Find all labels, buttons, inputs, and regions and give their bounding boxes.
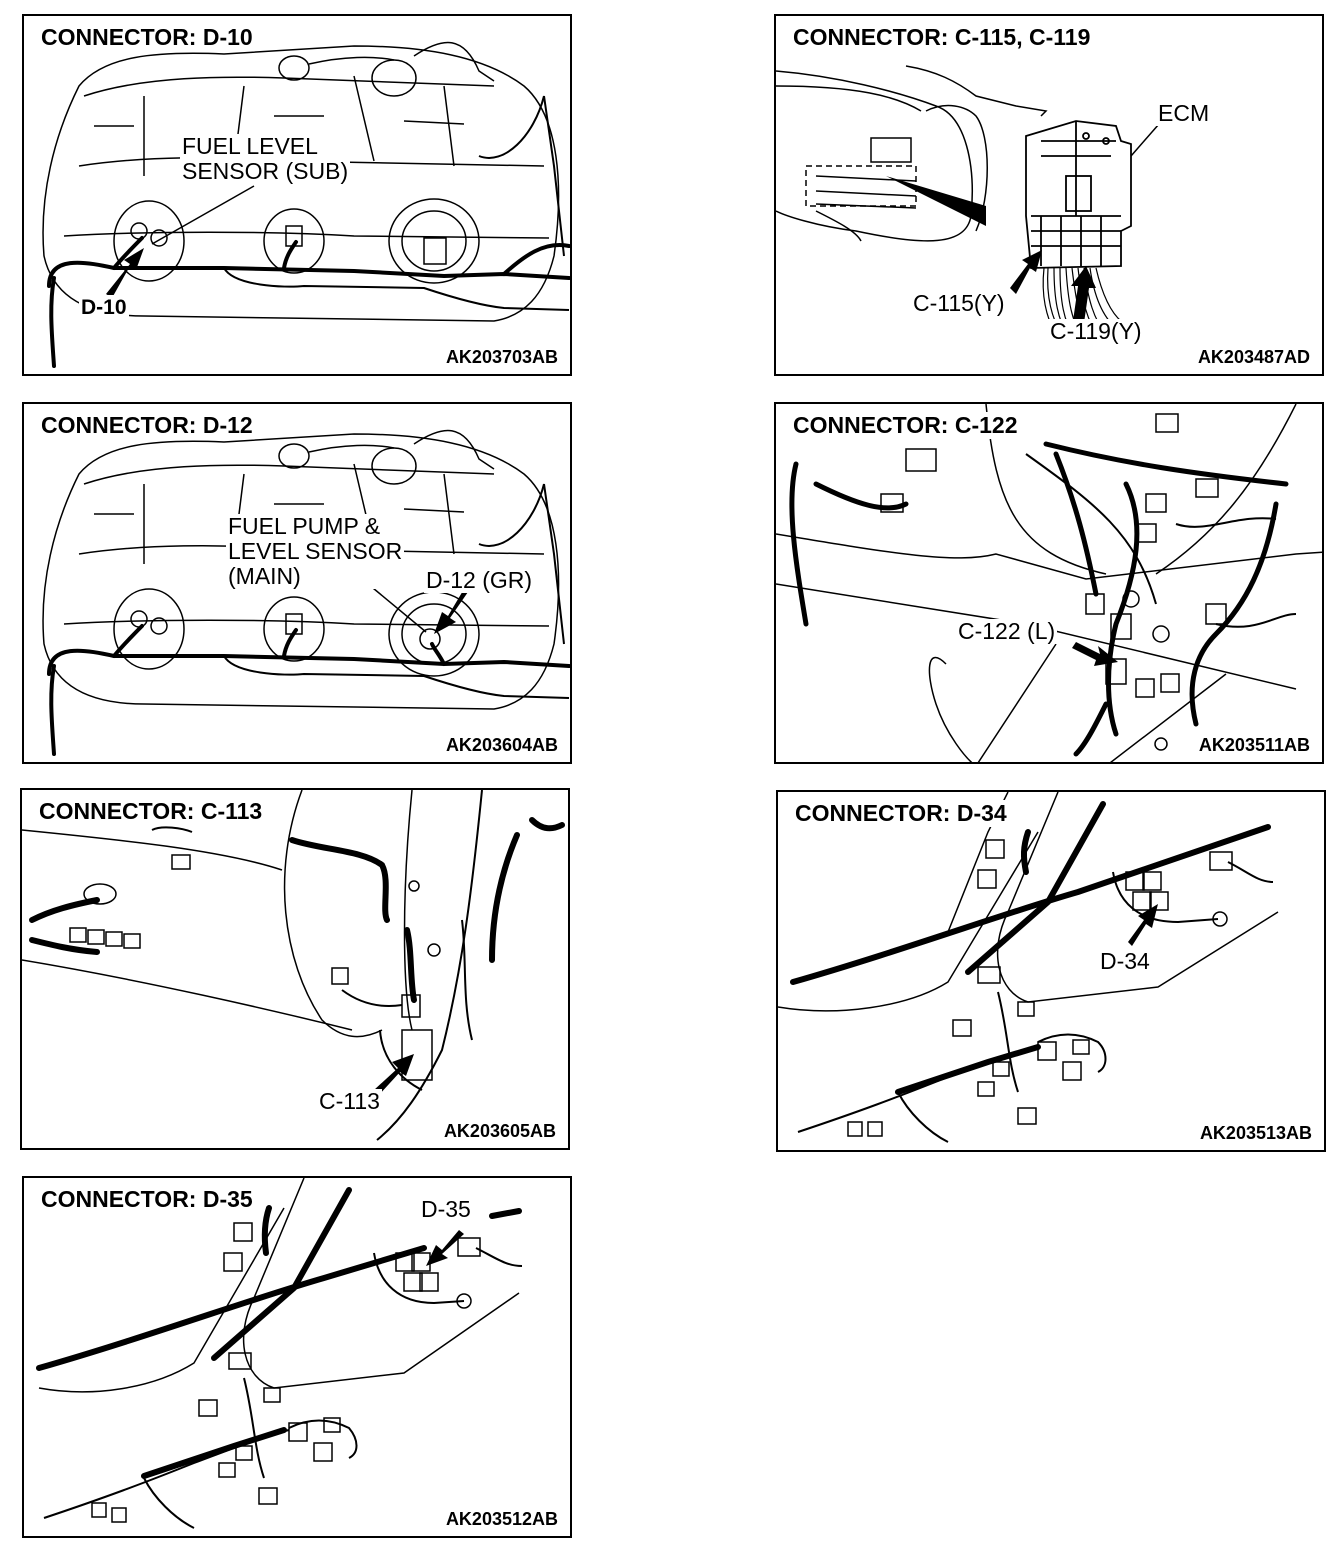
label-line: FUEL PUMP & bbox=[228, 513, 381, 539]
figure-code: AK203605AB bbox=[441, 1121, 558, 1142]
harness-illustration bbox=[778, 792, 1279, 1143]
connector-d10-label: D-10 bbox=[79, 295, 129, 320]
figure-code: AK203511AB bbox=[1196, 735, 1312, 756]
harness-illustration bbox=[22, 790, 565, 1141]
connector-d34-label: D-34 bbox=[1098, 948, 1152, 974]
label-line: (MAIN) bbox=[228, 563, 301, 589]
panel-title: CONNECTOR: D-10 bbox=[39, 24, 255, 51]
fuel-pump-level-sensor-main-label: FUEL PUMP & LEVEL SENSOR (MAIN) bbox=[226, 513, 405, 589]
panel-title: CONNECTOR: C-122 bbox=[791, 412, 1020, 439]
panel-connector-d35: CONNECTOR: D-35 D-35 AK203512AB bbox=[22, 1176, 572, 1538]
panel-title: CONNECTOR: D-34 bbox=[793, 800, 1009, 827]
connector-c113-label: C-113 bbox=[317, 1088, 382, 1114]
figure-code: AK203487AD bbox=[1195, 347, 1312, 368]
connector-c119-label: C-119(Y) bbox=[1048, 318, 1144, 344]
label-line: SENSOR (SUB) bbox=[182, 158, 349, 184]
panel-connector-d10: CONNECTOR: D-10 FUEL LEVEL SENSOR (SUB) … bbox=[22, 14, 572, 376]
panel-title: CONNECTOR: C-115, C-119 bbox=[791, 24, 1093, 51]
panel-title: CONNECTOR: D-12 bbox=[39, 412, 255, 439]
ecm-illustration bbox=[776, 65, 1167, 337]
fuel-tank-illustration bbox=[42, 41, 570, 368]
fuel-level-sensor-sub-label: FUEL LEVEL SENSOR (SUB) bbox=[180, 133, 351, 184]
panel-title: CONNECTOR: C-113 bbox=[37, 798, 265, 825]
panel-title: CONNECTOR: D-35 bbox=[39, 1186, 255, 1213]
connector-d35-label: D-35 bbox=[419, 1196, 473, 1222]
panel-connector-c122: CONNECTOR: C-122 C-122 (L) AK203511AB bbox=[774, 402, 1324, 764]
connector-c122-label: C-122 (L) bbox=[956, 618, 1058, 644]
figure-code: AK203513AB bbox=[1197, 1123, 1314, 1144]
label-line: LEVEL SENSOR bbox=[228, 538, 403, 564]
figure-code: AK203703AB bbox=[443, 347, 560, 368]
connector-d12-label: D-12 (GR) bbox=[424, 567, 535, 593]
figure-code: AK203604AB bbox=[443, 735, 560, 756]
label-line: FUEL LEVEL bbox=[182, 133, 318, 159]
panel-connector-d12: CONNECTOR: D-12 FUEL PUMP & LEVEL SENSOR… bbox=[22, 402, 572, 764]
harness-illustration bbox=[36, 1178, 523, 1529]
panel-connector-c113: CONNECTOR: C-113 C-113 AK203605AB bbox=[20, 788, 570, 1150]
panel-connector-d34: CONNECTOR: D-34 D-34 AK203513AB bbox=[776, 790, 1326, 1152]
harness-illustration bbox=[776, 404, 1322, 762]
ecm-label: ECM bbox=[1156, 100, 1212, 126]
panel-connector-c115-c119: CONNECTOR: C-115, C-119 ECM C-115(Y) C-1… bbox=[774, 14, 1324, 376]
figure-code: AK203512AB bbox=[443, 1509, 560, 1530]
connector-c115-label: C-115(Y) bbox=[911, 290, 1007, 316]
